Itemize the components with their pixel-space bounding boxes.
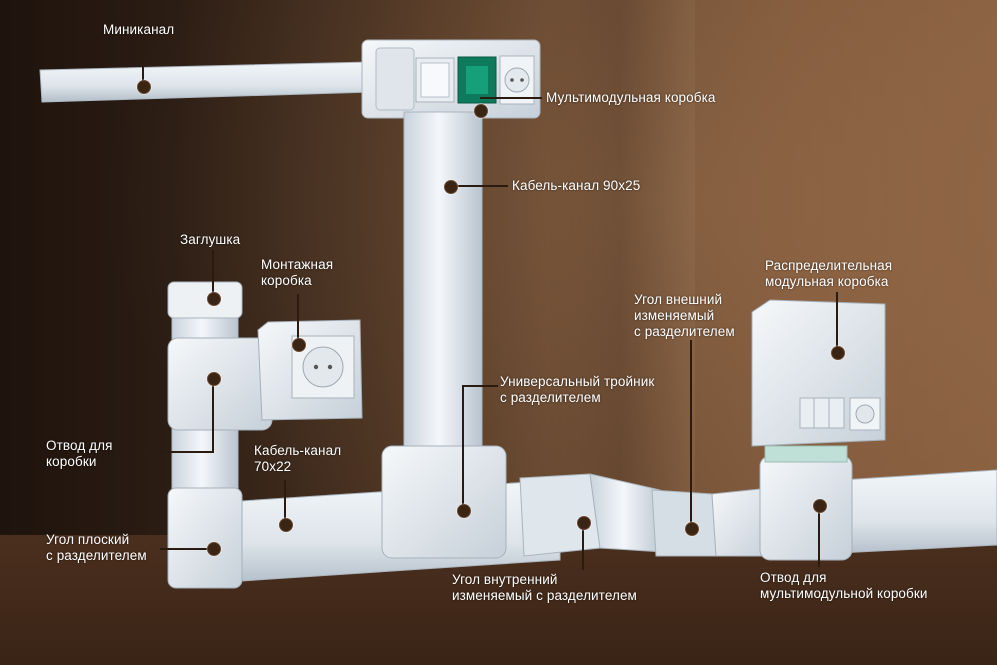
internal-angle bbox=[519, 473, 665, 557]
label-angle-internal: Угол внутренний изменяемый с разделителе… bbox=[452, 572, 637, 603]
marker-otvod-multimodul bbox=[813, 499, 827, 513]
green-module-icon bbox=[457, 56, 497, 104]
multimodule-box-outlet bbox=[759, 445, 853, 561]
leader-otvod-multimodul bbox=[818, 505, 820, 567]
marker-zaglushka bbox=[207, 292, 221, 306]
marker-tee bbox=[457, 504, 471, 518]
label-angle-flat: Угол плоский с разделителем bbox=[46, 532, 147, 563]
leader-cable70 bbox=[284, 480, 286, 524]
switch-icon bbox=[415, 57, 455, 103]
leader-montazh bbox=[297, 294, 299, 344]
leader-otvod-box-v bbox=[212, 378, 214, 452]
multimodule-box bbox=[361, 39, 541, 119]
marker-montazh bbox=[292, 338, 306, 352]
leader-minikanal bbox=[142, 40, 144, 86]
label-minikanal: Миниканал bbox=[103, 22, 175, 37]
marker-angle-flat bbox=[207, 542, 221, 556]
leader-angle-external bbox=[690, 340, 692, 528]
marker-distribution bbox=[831, 346, 845, 360]
universal-tee bbox=[381, 445, 507, 559]
marker-multimodul bbox=[474, 104, 488, 118]
marker-angle-internal bbox=[577, 516, 591, 530]
label-mounting-box: Монтажная коробка bbox=[261, 257, 334, 288]
leader-zaglushka bbox=[212, 250, 214, 298]
leader-angle-flat bbox=[160, 548, 214, 550]
label-zaglushka: Заглушка bbox=[180, 232, 241, 247]
cable-channel-90x25 bbox=[403, 111, 483, 463]
leader-tee-h bbox=[462, 385, 498, 387]
mini-channel bbox=[39, 61, 373, 103]
marker-angle-external bbox=[685, 522, 699, 536]
mounting-box bbox=[257, 319, 363, 421]
label-cable-90x25: Кабель-канал 90х25 bbox=[512, 178, 641, 193]
marker-cable70 bbox=[279, 518, 293, 532]
marker-minikanal bbox=[137, 80, 151, 94]
leader-tee bbox=[462, 385, 464, 510]
leader-distribution bbox=[836, 292, 838, 352]
external-angle bbox=[651, 487, 773, 557]
wall-corner bbox=[545, 0, 695, 540]
left-vertical-channel bbox=[167, 281, 273, 589]
distribution-box bbox=[751, 299, 886, 447]
label-otvod-box: Отвод для коробки bbox=[46, 438, 113, 469]
marker-cable90 bbox=[444, 180, 458, 194]
leader-multimodul bbox=[480, 97, 542, 99]
label-cable-70x22: Кабель-канал 70х22 bbox=[254, 443, 342, 474]
label-multimodule-box: Мультимодульная коробка bbox=[546, 90, 716, 105]
leader-angle-internal bbox=[582, 522, 584, 570]
leader-cable90 bbox=[450, 185, 508, 187]
leader-otvod-box-h bbox=[142, 451, 214, 453]
label-angle-external: Угол внешний изменяемый с разделителем bbox=[634, 292, 735, 339]
socket-icon bbox=[499, 55, 535, 105]
label-universal-tee: Универсальный тройник с разделителем bbox=[500, 374, 655, 405]
label-otvod-multimodule: Отвод для мультимодульной коробки bbox=[760, 570, 928, 601]
label-distribution-box: Распределительная модульная коробка bbox=[765, 258, 893, 289]
marker-otvod-box bbox=[207, 372, 221, 386]
